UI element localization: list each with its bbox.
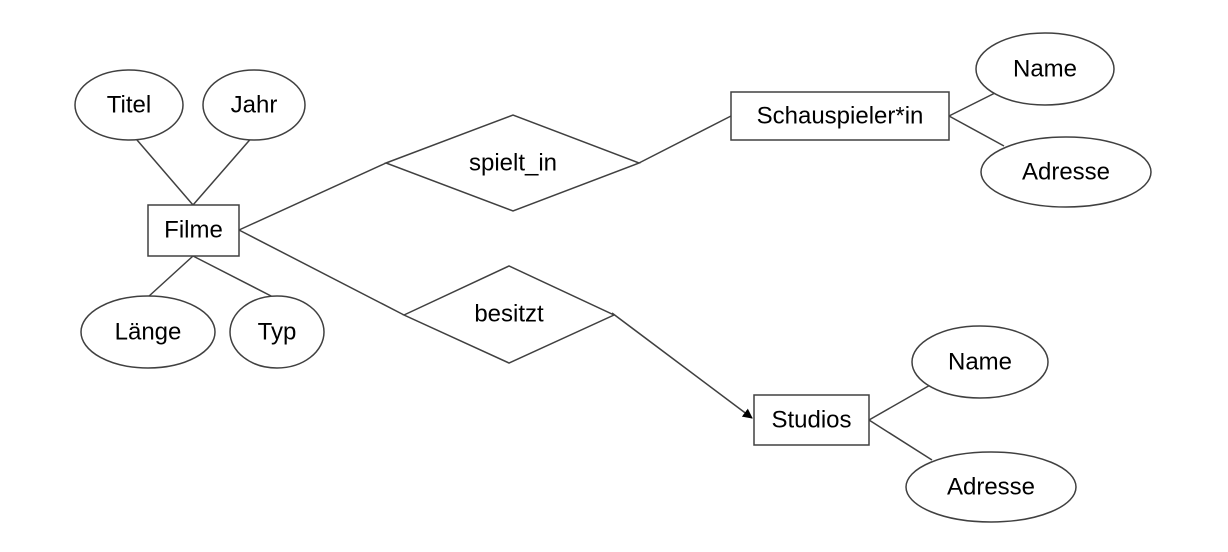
attribute-jahr-label: Jahr [231, 91, 278, 118]
attribute-laenge-label: Länge [115, 318, 182, 345]
relationship-besitzt-label: besitzt [474, 300, 544, 327]
entity-schauspieler-label: Schauspieler*in [757, 102, 924, 129]
attribute-laenge[interactable]: Länge [80, 295, 216, 369]
attribute-jahr[interactable]: Jahr [202, 69, 306, 141]
edge-filme-typ [192, 255, 276, 299]
attribute-titel-label: Titel [107, 91, 151, 118]
attribute-titel[interactable]: Titel [74, 69, 184, 141]
attribute-schauspieler-name[interactable]: Name [975, 32, 1115, 106]
attribute-studios-adresse-label: Adresse [947, 473, 1035, 500]
attribute-typ[interactable]: Typ [229, 295, 325, 369]
edge-filme-spielt-in [238, 162, 387, 231]
edge-schauspieler-name [948, 92, 996, 117]
edge-besitzt-studios-arrow [611, 312, 753, 419]
relationship-spielt-in-label: spielt_in [469, 149, 557, 176]
attribute-typ-label: Typ [258, 318, 297, 345]
relationship-besitzt[interactable]: besitzt [402, 265, 616, 364]
edge-jahr-filme [192, 134, 255, 206]
relationship-spielt-in[interactable]: spielt_in [383, 114, 642, 212]
attribute-studios-name[interactable]: Name [911, 325, 1049, 399]
attribute-studios-name-label: Name [948, 348, 1012, 375]
attribute-schauspieler-adresse-label: Adresse [1022, 158, 1110, 185]
entity-studios-label: Studios [771, 406, 851, 433]
entity-filme-label: Filme [164, 216, 223, 243]
edge-titel-filme [130, 132, 194, 206]
entity-studios[interactable]: Studios [753, 394, 870, 446]
edge-spielt-in-schauspieler [638, 115, 732, 164]
edge-schauspieler-adresse [948, 115, 1005, 147]
entity-schauspieler[interactable]: Schauspieler*in [730, 91, 950, 141]
attribute-studios-adresse[interactable]: Adresse [905, 451, 1077, 523]
edge-studios-name [868, 383, 933, 421]
edge-filme-besitzt [238, 229, 405, 316]
attribute-schauspieler-adresse[interactable]: Adresse [980, 136, 1152, 208]
entity-filme[interactable]: Filme [147, 204, 240, 257]
edge-studios-adresse [868, 419, 933, 461]
attribute-schauspieler-name-label: Name [1013, 55, 1077, 82]
edge-filme-laenge [147, 255, 194, 298]
